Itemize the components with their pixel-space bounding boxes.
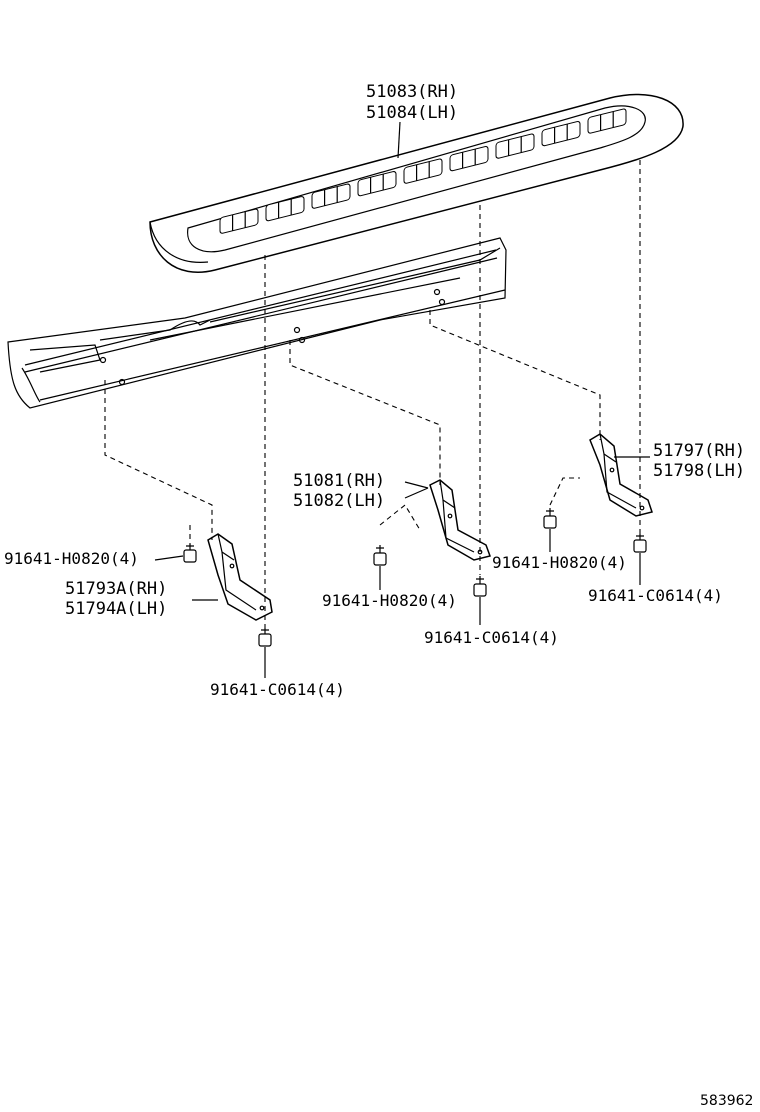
anti-slip-pads (219, 108, 627, 234)
label-nut-center: 91641-C0614(4) (424, 628, 559, 647)
label-bolt-rear: 91641-H0820(4) (492, 553, 627, 572)
tread-pad (403, 158, 443, 184)
nut-center-icon (473, 576, 487, 597)
nut-front-icon (258, 628, 272, 647)
front-bracket (207, 533, 273, 621)
center-bracket (429, 479, 491, 561)
tread-pad (541, 120, 581, 147)
label-nut-rear: 91641-C0614(4) (588, 586, 723, 605)
tread-pad (311, 183, 351, 209)
bolt-front-icon (183, 544, 197, 563)
label-rear-bracket-rh: 51797(RH) (653, 441, 745, 461)
body-sill (7, 237, 507, 409)
label-bolt-center: 91641-H0820(4) (322, 591, 457, 610)
label-nut-front: 91641-C0614(4) (210, 680, 345, 699)
tread-pad (219, 208, 259, 234)
tread-pad (357, 171, 397, 197)
tread-pad (495, 133, 535, 159)
tread-pad (449, 146, 489, 172)
label-center-bracket-rh: 51081(RH) (293, 471, 385, 491)
bolt-center-icon (373, 545, 387, 566)
leader-lines (154, 121, 650, 678)
running-board (149, 93, 684, 273)
label-step-board-rh: 51083(RH) (366, 82, 458, 102)
tread-pad (587, 108, 627, 134)
label-step-board-lh: 51084(LH) (366, 103, 458, 123)
tread-pad (265, 196, 305, 222)
label-front-bracket-rh: 51793A(RH) (65, 579, 167, 599)
diagram-id: 583962 (700, 1093, 753, 1109)
label-front-bracket-lh: 51794A(LH) (65, 599, 167, 619)
bolt-rear-icon (543, 508, 557, 529)
label-center-bracket-lh: 51082(LH) (293, 491, 385, 511)
dashed-guide-lines (104, 160, 641, 628)
nut-rear-icon (633, 534, 647, 553)
label-rear-bracket-lh: 51798(LH) (653, 461, 745, 481)
label-bolt-front: 91641-H0820(4) (4, 549, 139, 568)
rear-bracket (589, 433, 653, 517)
